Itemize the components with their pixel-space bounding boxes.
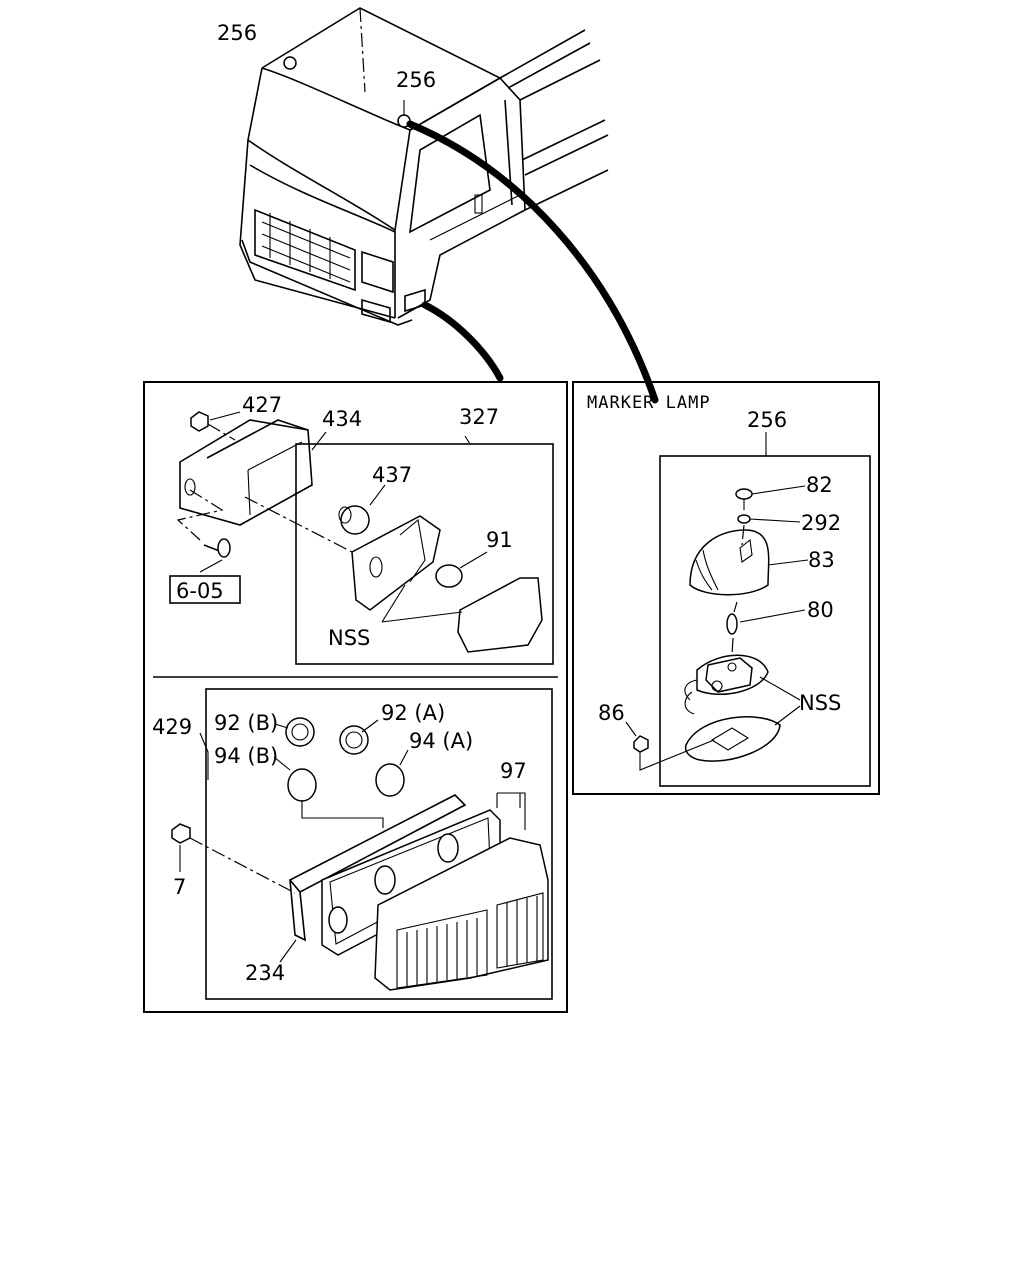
callout-256-right: 256: [396, 68, 436, 92]
bulb-91-icon: [435, 564, 463, 588]
callout-256-marker: 256: [747, 408, 787, 432]
rear-lamp-lens-icon: [374, 837, 549, 991]
nut-7-icon: [171, 823, 191, 844]
screw-82-icon: [735, 488, 753, 500]
washer-292-icon: [737, 514, 751, 524]
callout-86: 86: [598, 701, 625, 725]
bulb-80-icon: [726, 613, 738, 635]
callout-92b: 92 (B): [214, 711, 278, 735]
callout-92a: 92 (A): [381, 701, 445, 725]
callout-94b: 94 (B): [214, 744, 278, 768]
marker-lamp-group: [625, 432, 871, 787]
marker-lamp-panel-frame: [572, 381, 880, 795]
side-lamp-lens-icon: [457, 577, 543, 653]
callout-327: 327: [459, 405, 499, 429]
nut-86-icon: [633, 735, 649, 753]
callout-437: 437: [372, 463, 412, 487]
callout-97: 97: [500, 759, 527, 783]
callout-83: 83: [808, 548, 835, 572]
truck-cab-illustration: [239, 7, 609, 326]
bulb-94a-icon: [375, 763, 405, 797]
screw-icon: [217, 538, 231, 558]
side-turn-lamp-group: [176, 411, 554, 665]
socket-437-icon: [340, 505, 370, 535]
nut-427-icon: [190, 411, 209, 432]
callout-429: 429: [152, 715, 192, 739]
rear-combination-lamp-group: [171, 688, 553, 1000]
socket-92a-icon: [339, 725, 369, 755]
callout-292: 292: [801, 511, 841, 535]
left-panel-frame: [143, 381, 568, 1013]
bulb-94b-icon: [287, 768, 317, 802]
dome-lens-83-icon: [689, 529, 770, 596]
marker-lamp-title: MARKER LAMP: [587, 393, 711, 413]
leader-side-lamp: [421, 301, 504, 382]
callout-7: 7: [173, 875, 186, 899]
callout-80: 80: [807, 598, 834, 622]
callout-82: 82: [806, 473, 833, 497]
callout-94a: 94 (A): [409, 729, 473, 753]
leader-marker-lamp: [406, 120, 659, 404]
callout-434: 434: [322, 407, 362, 431]
callout-91: 91: [486, 528, 513, 552]
callout-nss-marker: NSS: [799, 691, 841, 715]
ref-box-6-05: [169, 575, 241, 604]
callout-nss-side: NSS: [328, 626, 370, 650]
callout-427: 427: [242, 393, 282, 417]
callout-256-left: 256: [217, 21, 257, 45]
ref-6-05: 6-05: [176, 579, 224, 603]
callout-234: 234: [245, 961, 285, 985]
socket-92b-icon: [285, 717, 315, 747]
